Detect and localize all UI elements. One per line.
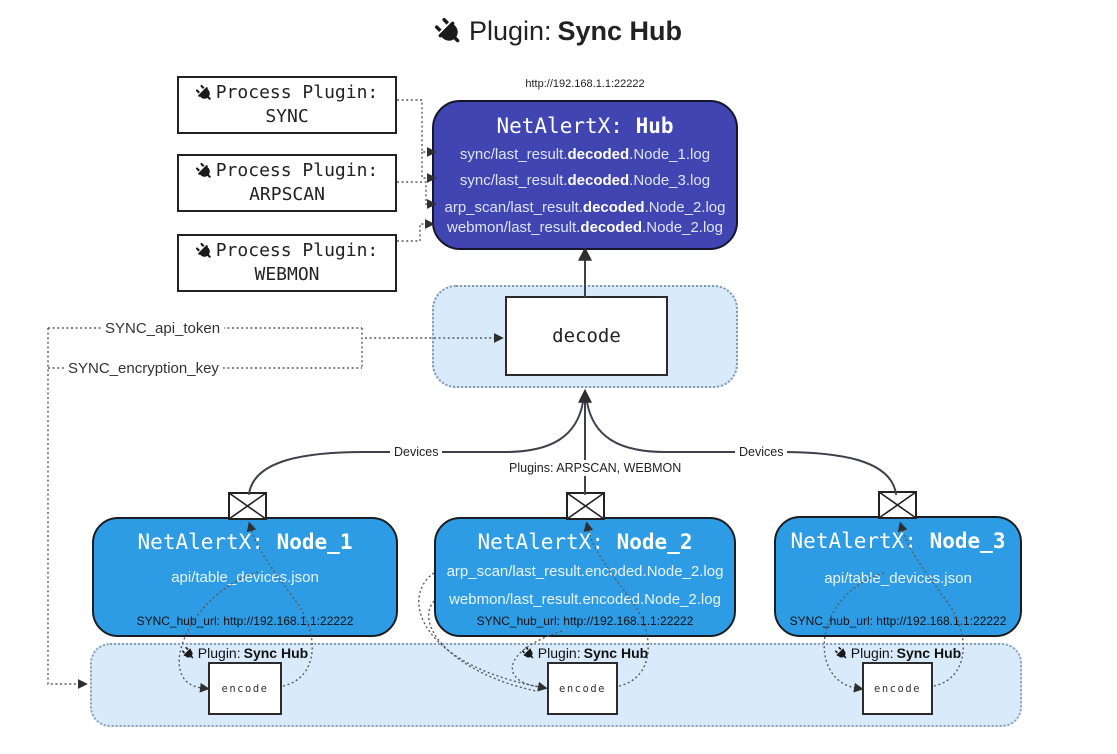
sync-api-token-label: SYNC_api_token: [101, 320, 225, 337]
process-plugin-label: Process Plugin:: [215, 240, 379, 261]
edge-webmon-to-log4: [397, 219, 435, 242]
process-plugin-label: Process Plugin:: [215, 82, 379, 103]
hub-log-line: arp_scan/last_result.decoded.Node_2.log: [444, 199, 726, 216]
decode-box: decode: [505, 296, 668, 376]
plug-icon: [434, 17, 460, 42]
envelope-icon: [566, 492, 605, 520]
edge-keys-to-strip: [47, 328, 88, 689]
plug-icon: [195, 162, 211, 178]
encode-box: encode: [547, 662, 618, 715]
node-title: NetAlertX: Node_1: [137, 530, 353, 554]
plug-icon: [181, 646, 194, 658]
encode-box: encode: [208, 662, 282, 715]
node-title: NetAlertX: Node_3: [790, 529, 1006, 553]
node-title: NetAlertX: Node_2: [477, 530, 693, 554]
hub-url-label: http://192.168.1.1:22222: [525, 78, 645, 90]
process-plugin-name: SYNC: [265, 106, 309, 127]
node-file: webmon/last_result.encoded.Node_2.log: [449, 591, 721, 608]
hub-box: NetAlertX: Hub sync/last_result.decoded.…: [432, 100, 738, 250]
process-plugin-webmon-box: Process Plugin: WEBMON: [177, 234, 397, 292]
devices-right-label: Devices: [735, 444, 788, 460]
process-plugin-label: Process Plugin:: [215, 160, 379, 181]
process-plugin-arpscan-box: Process Plugin: ARPSCAN: [177, 154, 397, 212]
hub-log-line: sync/last_result.decoded.Node_1.log: [459, 146, 711, 163]
devices-left-label: Devices: [390, 444, 443, 460]
node-file: arp_scan/last_result.encoded.Node_2.log: [446, 563, 724, 580]
page-title: Plugin: Sync Hub: [0, 16, 1117, 47]
process-plugin-sync-box: Process Plugin: SYNC: [177, 76, 397, 134]
plug-icon: [195, 242, 211, 258]
node-hub-url: SYNC_hub_url: http://192.168.1.1:22222: [476, 614, 694, 628]
strip-plugin-label: Plugin: Sync Hub: [774, 645, 1022, 661]
node-file: api/table_devices.json: [824, 570, 972, 587]
strip-plugin-label: Plugin: Sync Hub: [434, 645, 736, 661]
hub-log-line: sync/last_result.decoded.Node_3.log: [459, 172, 711, 189]
node-3-box: NetAlertX: Node_3 api/table_devices.json…: [774, 516, 1022, 637]
envelope-icon: [878, 491, 917, 519]
envelope-icon: [228, 492, 267, 520]
sync-encryption-key-label: SYNC_encryption_key: [64, 360, 223, 377]
plug-icon: [195, 84, 211, 100]
node-1-box: NetAlertX: Node_1 api/table_devices.json…: [92, 517, 398, 637]
node-2-box: NetAlertX: Node_2 arp_scan/last_result.e…: [434, 517, 736, 637]
encode-box: encode: [862, 662, 933, 715]
process-plugin-name: ARPSCAN: [249, 184, 325, 205]
edge-sync-to-log2: [421, 152, 437, 183]
plug-icon: [834, 646, 847, 658]
node-file: api/table_devices.json: [171, 569, 319, 586]
hub-title: NetAlertX: Hub: [496, 114, 674, 138]
hub-log-line: webmon/last_result.decoded.Node_2.log: [447, 219, 723, 236]
edge-sync-to-log1: [397, 99, 437, 157]
edge-arpscan-to-log3: [397, 181, 437, 209]
node-hub-url: SYNC_hub_url: http://192.168.1.1:22222: [789, 614, 1007, 628]
strip-plugin-label: Plugin: Sync Hub: [92, 645, 398, 661]
title-bold: Sync Hub: [557, 16, 683, 46]
process-plugin-name: WEBMON: [254, 264, 320, 285]
plug-icon: [521, 646, 534, 658]
node-hub-url: SYNC_hub_url: http://192.168.1.1:22222: [136, 614, 354, 628]
plugins-center-label: Plugins: ARPSCAN, WEBMON: [505, 460, 686, 476]
title-prefix: Plugin:: [468, 16, 552, 46]
